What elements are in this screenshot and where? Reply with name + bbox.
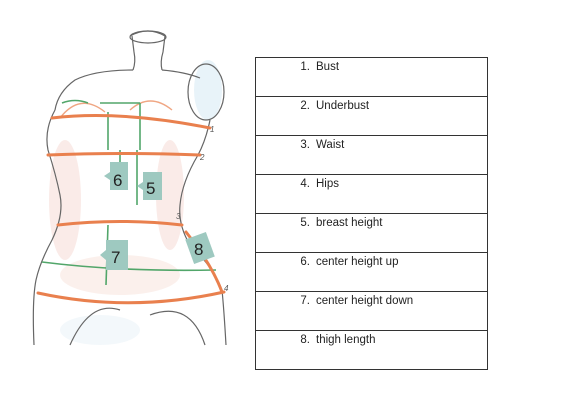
line-number-1: 1 (210, 125, 214, 134)
row-label: Bust (316, 61, 340, 73)
row-number: 2. (300, 100, 310, 112)
row-label: thigh length (316, 334, 376, 346)
tag-7-label: 7 (111, 248, 120, 267)
row-number: 6. (300, 256, 310, 268)
bust-cups (59, 100, 173, 119)
mannequin-diagram: 1 2 3 4 6 5 7 8 (32, 30, 229, 346)
row-number: 4. (300, 178, 310, 190)
row-label: center height up (316, 256, 399, 268)
measurement-table: 1. Bust 2. Underbust 3. Waist 4. Hips 5. brea… (255, 57, 488, 370)
bust-line (50, 114, 212, 130)
row-number: 7. (300, 295, 310, 307)
tag-6: 6 (104, 162, 128, 190)
measurement-lines (36, 114, 226, 305)
row-number: 1. (300, 61, 310, 73)
line-numbers: 1 2 3 4 (176, 125, 229, 293)
tag-5-label: 5 (146, 179, 155, 198)
tag-6-label: 6 (113, 171, 122, 190)
row-label: center height down (316, 295, 414, 307)
table-row: 3. Waist (255, 135, 488, 175)
line-number-4: 4 (224, 284, 229, 293)
row-label: Underbust (316, 100, 370, 112)
tag-8-label: 8 (194, 240, 203, 259)
table-row: 2. Underbust (255, 96, 488, 136)
table-row: 5. breast height (255, 213, 488, 253)
row-label: breast height (316, 217, 383, 229)
row-number: 5. (300, 217, 310, 229)
table-row: 1. Bust (255, 57, 488, 97)
underbust-line (46, 152, 202, 157)
tag-5: 5 (137, 172, 162, 200)
table-row: 4. Hips (255, 174, 488, 214)
tag-8: 8 (185, 232, 215, 264)
row-label: Waist (316, 139, 345, 151)
table-row: 8. thigh length (255, 330, 488, 370)
hip-line (36, 290, 226, 305)
row-number: 8. (300, 334, 310, 346)
tag-7: 7 (100, 240, 128, 270)
line-number-3: 3 (176, 212, 181, 221)
table-row: 6. center height up (255, 252, 488, 292)
row-number: 3. (300, 139, 310, 151)
waist-line (56, 220, 184, 227)
line-number-2: 2 (199, 153, 205, 162)
row-label: Hips (316, 178, 340, 190)
table-row: 7. center height down (255, 291, 488, 331)
